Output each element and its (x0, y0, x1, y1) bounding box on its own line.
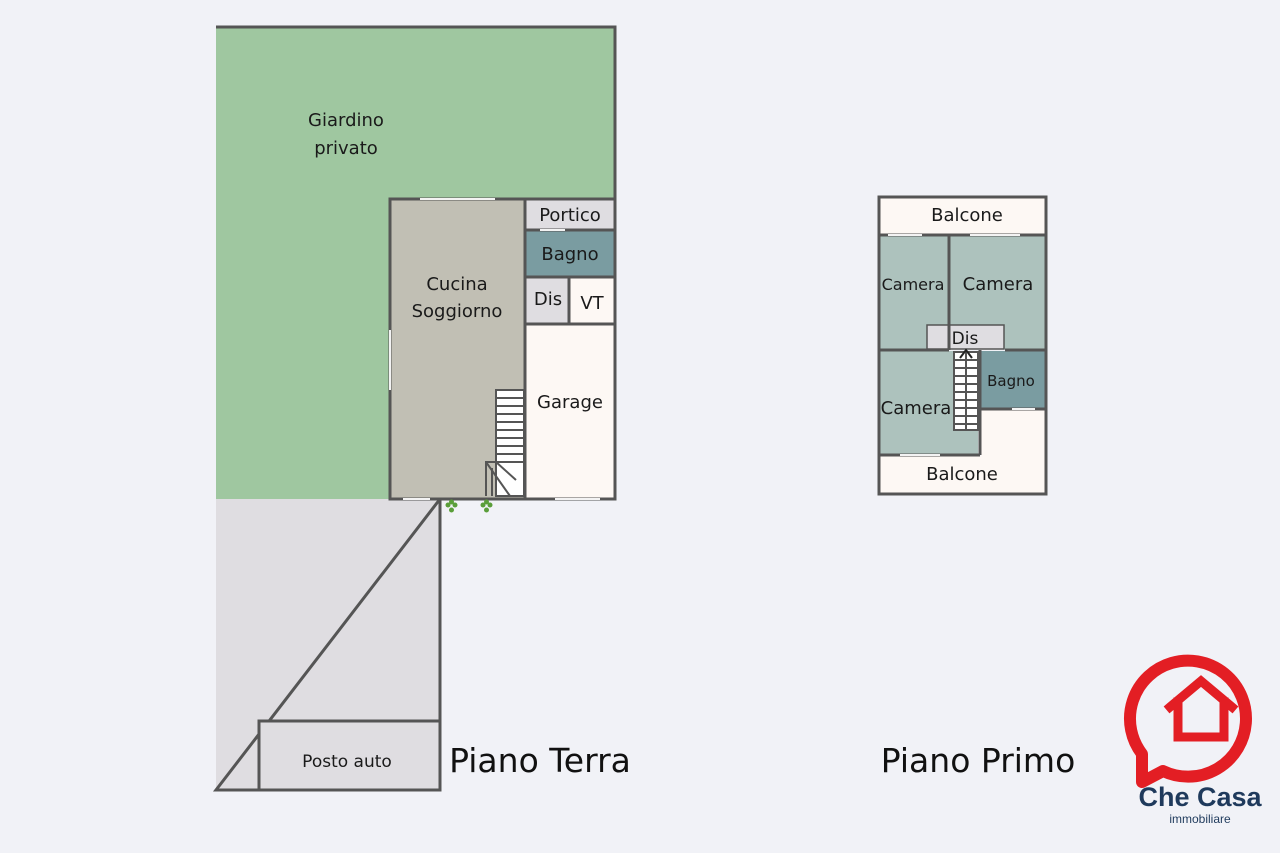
balcony-bottom-left (880, 456, 1045, 493)
parking-space (257, 719, 442, 792)
bathroom-first-label: Bagno (987, 372, 1035, 390)
bedroom-3-label: Camera (881, 398, 952, 419)
portico-room (526, 198, 614, 230)
garage-label: Garage (537, 392, 603, 413)
first-floor-staircase (953, 351, 979, 431)
logo-speech-bubble-icon (1123, 654, 1252, 788)
parking-label: Posto auto (302, 752, 392, 772)
plant-icon (445, 499, 458, 513)
garden-label-line2: privato (314, 138, 378, 159)
balcony-bottom-right (981, 410, 1045, 456)
bathroom-label: Bagno (541, 244, 598, 265)
bedroom-2-label: Camera (963, 274, 1034, 295)
first-floor-plan: Balcone Camera Camera Dis Camera Bagno B… (877, 195, 1076, 780)
kitchen-label-line1: Cucina (426, 274, 487, 295)
hallway-first (926, 324, 1005, 350)
garden-label-line1: Giardino (308, 110, 384, 131)
logo-tagline: immobiliare (1169, 812, 1231, 826)
bedroom-1-label: Camera (882, 275, 945, 294)
stair-direction-arrow-icon (959, 348, 973, 359)
kitchen-label-line2: Soggiorno (412, 301, 503, 322)
hallway-first-label: Dis (952, 329, 979, 349)
ground-floor-plan: Giardino privato Cucina Soggiorno Portic… (212, 25, 631, 792)
house-icon (1163, 675, 1239, 742)
first-floor-title: Piano Primo (881, 741, 1076, 780)
hallway-ground (526, 278, 569, 324)
plant-icon (480, 499, 493, 513)
hallway-label: Dis (534, 289, 562, 310)
balcony-top-label: Balcone (931, 205, 1003, 226)
garage-room (526, 325, 614, 498)
balcony-top (880, 198, 1045, 234)
ground-floor-staircase (485, 389, 525, 497)
ground-floor-windows (389, 198, 600, 500)
logo-name: Che Casa (1138, 782, 1262, 812)
bathroom-ground (526, 231, 614, 277)
vt-label: VT (580, 293, 604, 314)
balcony-bottom-label: Balcone (926, 464, 998, 485)
vt-room (570, 278, 614, 324)
bathroom-first (981, 351, 1045, 408)
ground-floor-title: Piano Terra (449, 741, 631, 780)
portico-label: Portico (539, 205, 601, 226)
first-floor-windows (888, 234, 1035, 456)
che-casa-logo: Che Casa immobiliare (1123, 654, 1263, 826)
